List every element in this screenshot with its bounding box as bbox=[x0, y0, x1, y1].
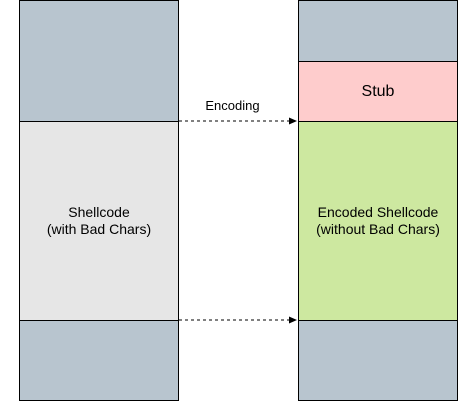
encoded-shellcode-block: Encoded Shellcode (without Bad Chars) bbox=[298, 121, 458, 321]
encoded-shellcode-label: Encoded Shellcode (without Bad Chars) bbox=[299, 122, 457, 320]
left-memory-bottom-block bbox=[19, 320, 179, 401]
encoded-label-line-1: Encoded Shellcode bbox=[317, 203, 439, 220]
shellcode-label-line-2: (with Bad Chars) bbox=[46, 221, 152, 237]
shellcode-label-line-1: Shellcode bbox=[68, 203, 130, 220]
shellcode-block: Shellcode (with Bad Chars) bbox=[19, 121, 179, 321]
right-memory-bottom-block bbox=[298, 320, 458, 401]
right-memory-top-block bbox=[298, 0, 458, 62]
encoded-label-line-2: (without Bad Chars) bbox=[316, 221, 440, 237]
stub-block: Stub bbox=[298, 61, 458, 122]
left-memory-top-block bbox=[19, 0, 179, 122]
encoding-arrow-label: Encoding bbox=[205, 97, 260, 113]
stub-label: Stub bbox=[361, 82, 395, 100]
shellcode-label: Shellcode (with Bad Chars) bbox=[20, 122, 178, 320]
